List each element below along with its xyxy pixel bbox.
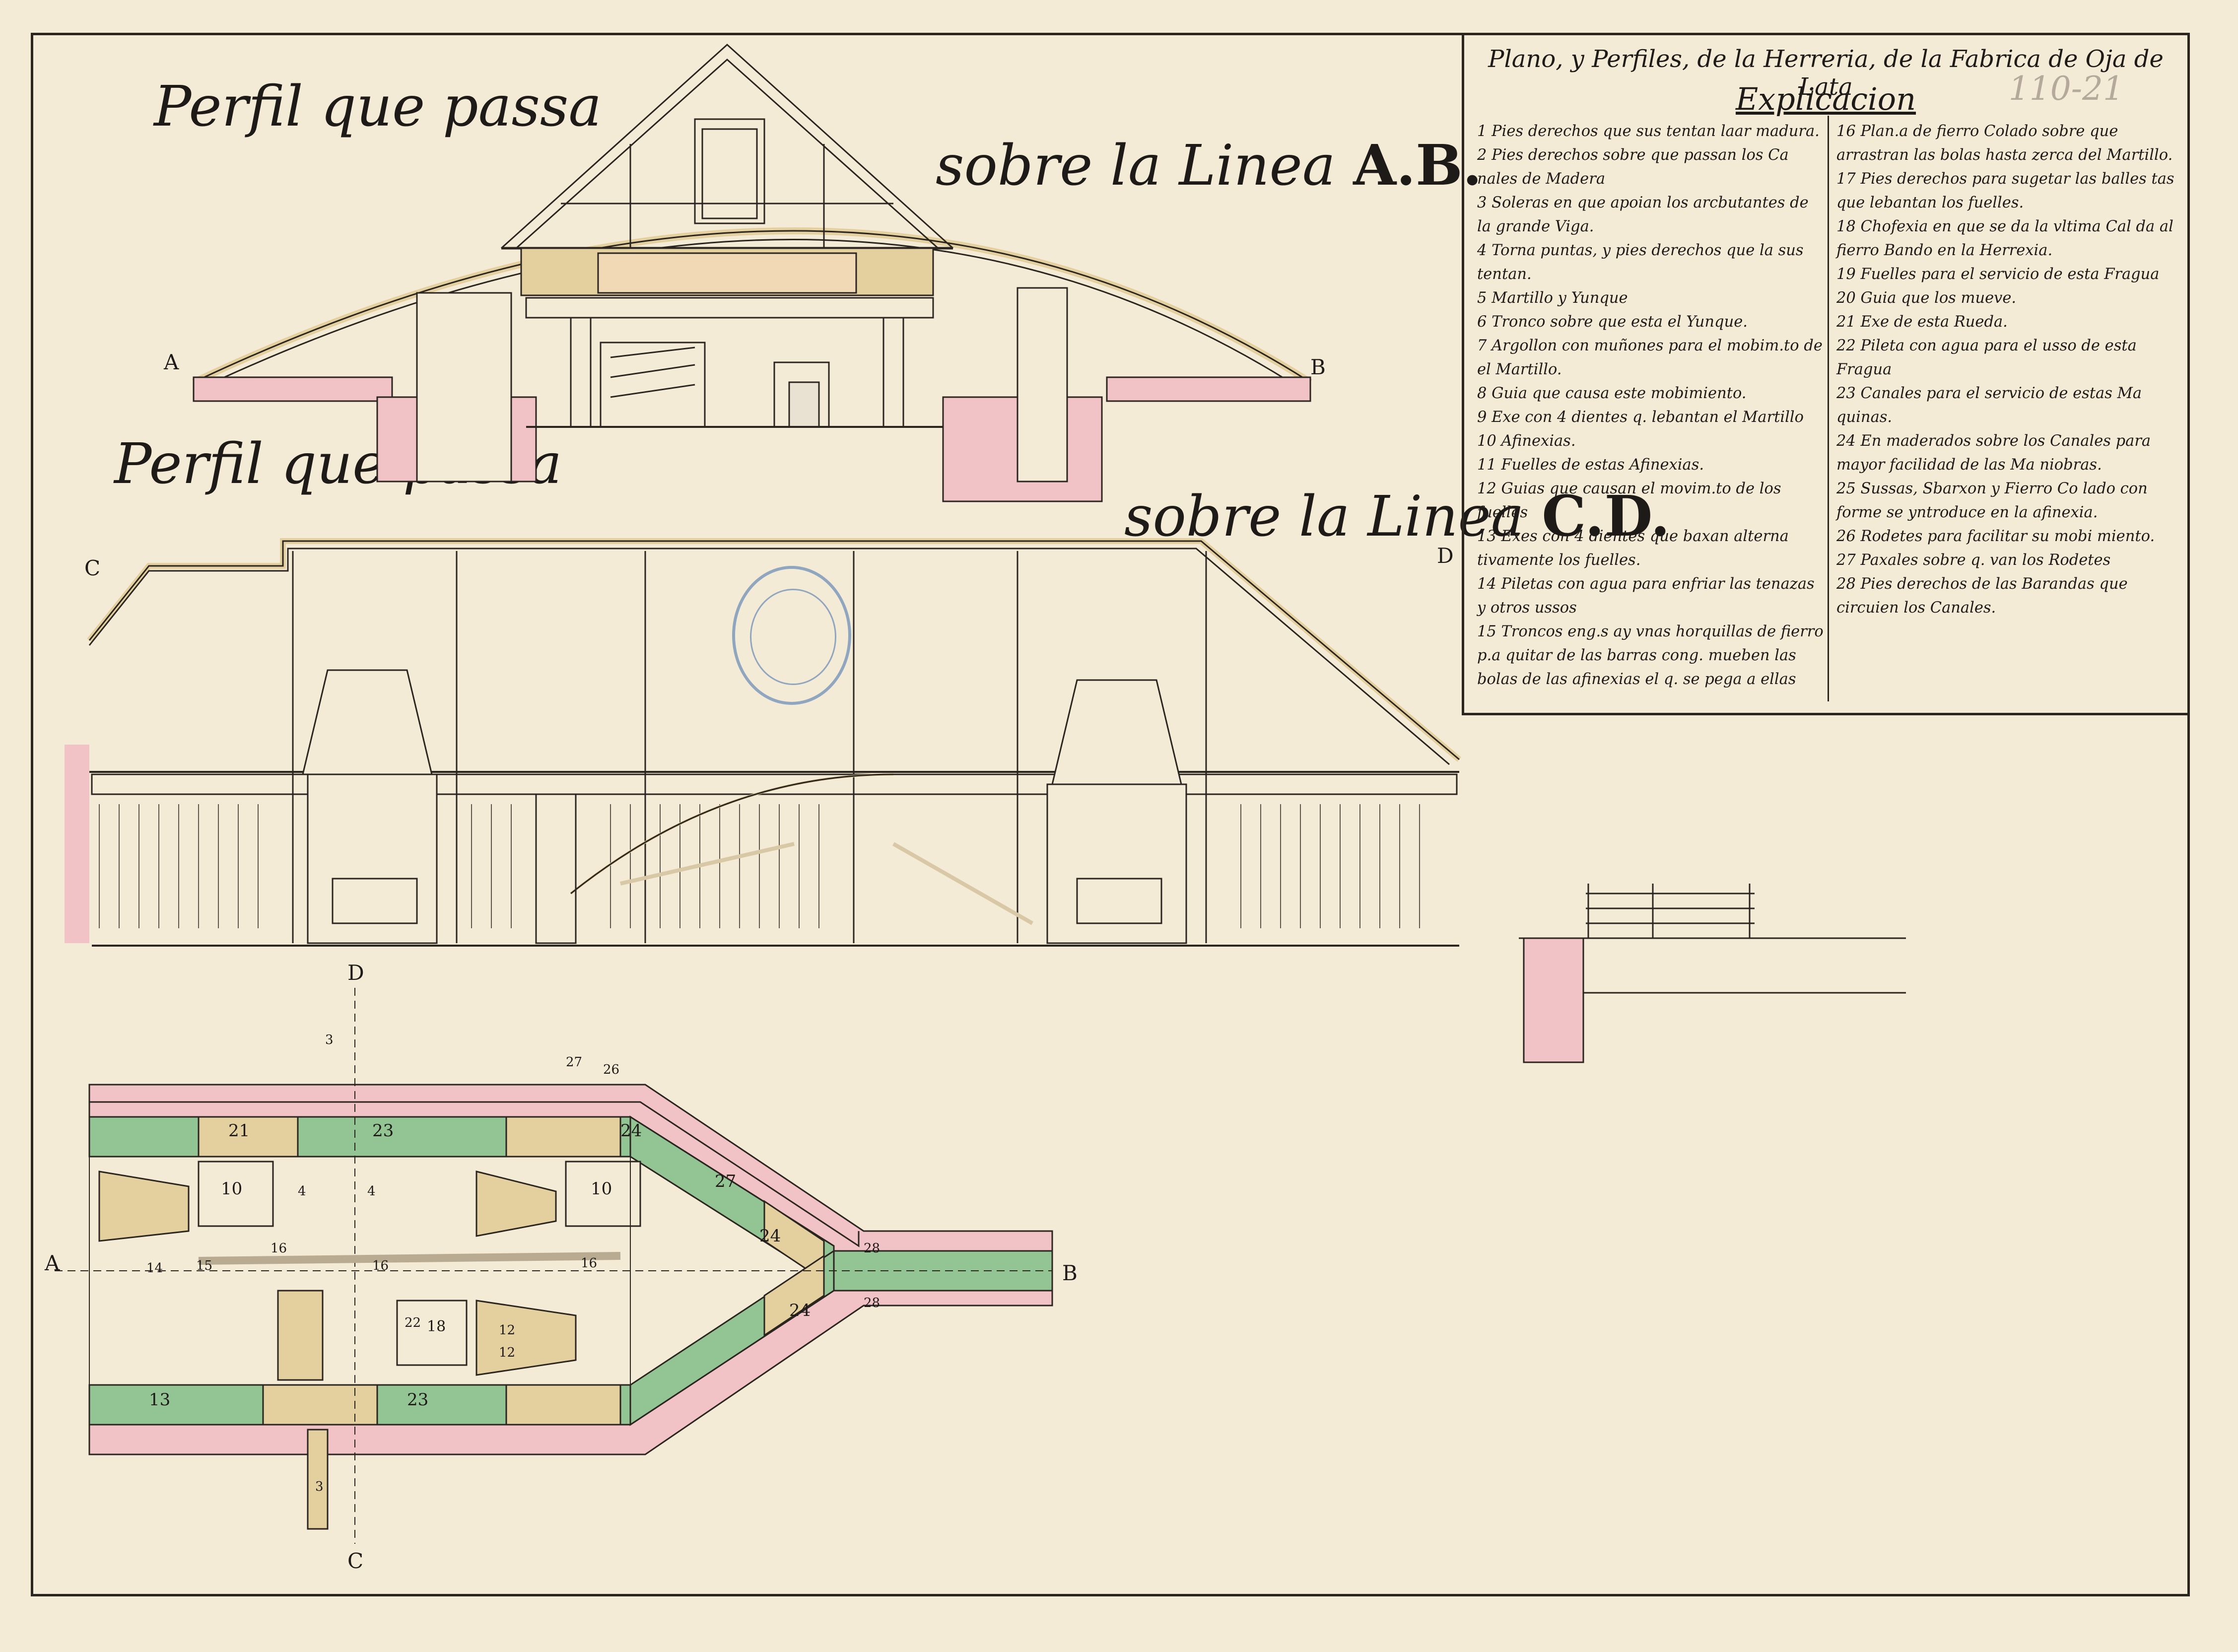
plan-num: 28 <box>864 1296 881 1310</box>
legend-entry: 18 Chofexia en que se da la vltima Cal d… <box>1836 218 2173 259</box>
legend-entry: 28 Pies derechos de las Barandas que cir… <box>1836 575 2128 617</box>
legend-entry: 8 Guia que causa este mobimiento. <box>1477 385 1747 402</box>
plan-num: 16 <box>271 1241 287 1256</box>
plan-num: 27 <box>566 1055 583 1070</box>
section-ab <box>192 43 1312 502</box>
legend-entry: 26 Rodetes para facilitar su mobi miento… <box>1836 528 2155 545</box>
legend-column-right: 16 Plan.a de fierro Colado sobre que arr… <box>1836 120 2184 620</box>
plan <box>55 988 1053 1544</box>
heading-cd-right: sobre la Linea C.D. <box>1124 484 1670 549</box>
heading-ab-right-text: sobre la Linea <box>936 134 1336 198</box>
legend-entry: 12 Guias que causan el movim.to de los f… <box>1477 480 1781 521</box>
plan-num: 14 <box>146 1261 163 1276</box>
legend-entry: 3 Soleras en que apoian los arcbutantes … <box>1477 194 1809 235</box>
plan-num: 26 <box>603 1062 620 1077</box>
legend-entry: 24 En maderados sobre los Canales para m… <box>1836 432 2151 474</box>
legend-entry: 27 Paxales sobre q. van los Rodetes <box>1836 551 2111 569</box>
legend-entry: 13 Exes con 4 dientes que baxan alterna … <box>1477 528 1789 569</box>
plan-num: 28 <box>864 1241 881 1256</box>
legend-divider <box>1828 116 1829 701</box>
stamp-inner-ring <box>750 589 836 685</box>
plan-num: 27 <box>715 1171 737 1191</box>
legend-title: Plano, y Perfiles, de la Herreria, de la… <box>1488 45 2164 101</box>
point-b-plan: B <box>1062 1261 1078 1285</box>
plan-num: 23 <box>407 1390 429 1410</box>
plan-num: 16 <box>581 1256 598 1271</box>
plan-num: 10 <box>591 1179 612 1199</box>
plan-num: 22 <box>405 1315 421 1330</box>
heading-ab-left: Perfil que passa <box>154 74 602 139</box>
legend-entry: 2 Pies derechos sobre que passan los Ca … <box>1477 146 1789 188</box>
legend-entry: 6 Tronco sobre que esta el Yunque. <box>1477 313 1748 331</box>
legend-entry: 14 Piletas con agua para enfriar las ten… <box>1477 575 1815 617</box>
plan-num: 24 <box>759 1226 781 1246</box>
plan-num: 12 <box>499 1345 516 1360</box>
legend-entry: 10 Afinexias. <box>1477 432 1576 450</box>
legend-entry: 22 Pileta con agua para el usso de esta … <box>1836 337 2137 378</box>
plan-num: 3 <box>315 1479 324 1494</box>
plan-num: 24 <box>620 1121 642 1141</box>
point-b-top: B <box>1310 355 1326 379</box>
point-d-plan: D <box>347 961 364 985</box>
point-a-top: A <box>164 350 179 374</box>
legend-entry: 23 Canales para el servicio de estas Ma … <box>1836 385 2142 426</box>
plan-num: 4 <box>298 1184 306 1199</box>
legend-entry: 4 Torna puntas, y pies derechos que la s… <box>1477 242 1804 283</box>
heading-ab-right: sobre la Linea A.B. <box>936 133 1482 198</box>
legend-entry: 7 Argollon con muñones para el mobim.to … <box>1477 337 1823 378</box>
plan-num: 4 <box>367 1184 376 1199</box>
legend-entry: 16 Plan.a de fierro Colado sobre que arr… <box>1836 123 2173 164</box>
plan-num: 10 <box>221 1179 243 1199</box>
archive-mark: 110-21 <box>2008 69 2124 108</box>
archive-stamp <box>732 566 851 705</box>
plan-num: 23 <box>372 1121 394 1141</box>
heading-ab-letters: A.B. <box>1353 133 1482 198</box>
legend-heading: Explicacion <box>1735 81 1916 117</box>
plan-num: 12 <box>499 1323 516 1338</box>
legend-entry: 1 Pies derechos que sus tentan laar madu… <box>1477 123 1820 140</box>
plan-num: 18 <box>427 1318 446 1335</box>
plan-num: 16 <box>372 1258 389 1273</box>
legend-entry: 19 Fuelles para el servicio de esta Frag… <box>1836 266 2160 283</box>
plan-num: 15 <box>196 1258 213 1273</box>
legend-entry: 20 Guia que los mueve. <box>1836 289 2017 307</box>
plan-num: 3 <box>325 1032 334 1047</box>
legend-entry: 25 Sussas, Sbarxon y Fierro Co lado con … <box>1836 480 2148 521</box>
legend-entry: 11 Fuelles de estas Afinexias. <box>1477 456 1704 474</box>
point-c: C <box>84 556 101 580</box>
legend-entry: 15 Troncos eng.s ay vnas horquillas de f… <box>1477 623 1824 688</box>
legend-entry: 17 Pies derechos para sugetar las balles… <box>1836 170 2174 211</box>
legend-entry: 9 Exe con 4 dientes q. lebantan el Marti… <box>1477 409 1804 426</box>
plan-num: 13 <box>149 1390 171 1410</box>
legend-column-left: 1 Pies derechos que sus tentan laar madu… <box>1477 120 1825 691</box>
heading-cd-letters: C.D. <box>1542 484 1670 549</box>
plan-num: 21 <box>228 1121 250 1141</box>
legend-entry: 21 Exe de esta Rueda. <box>1836 313 2008 331</box>
point-c-plan: C <box>347 1549 364 1573</box>
legend-box: Plano, y Perfiles, de la Herreria, de la… <box>1462 33 2190 715</box>
drawing-frame <box>31 33 2190 1596</box>
section-cd <box>65 538 1906 1063</box>
point-d: D <box>1437 544 1454 568</box>
legend-entry: 5 Martillo y Yunque <box>1477 289 1628 307</box>
plan-num: 24 <box>789 1301 811 1320</box>
